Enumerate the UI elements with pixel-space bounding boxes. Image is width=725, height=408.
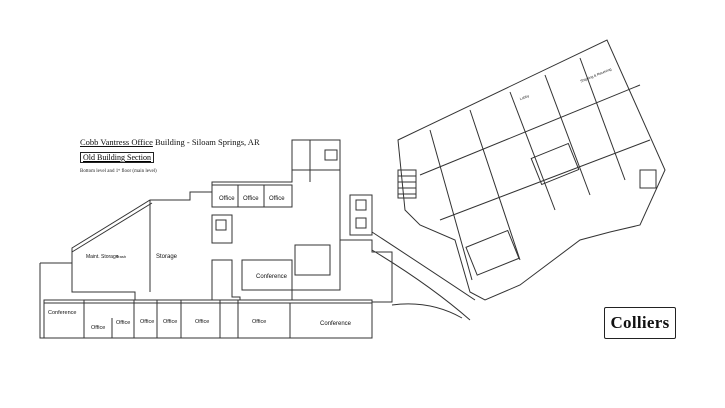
room-label-office-5: Office [116, 320, 130, 326]
room-label-trash: Trash [116, 254, 126, 259]
room-label-conference-2: Conference [48, 310, 76, 316]
new-wing-walls [397, 39, 666, 301]
room-label-office-6: Office [140, 319, 154, 325]
building-title: Cobb Vantress Office Building - Siloam S… [80, 137, 260, 147]
room-label-office-7: Office [163, 319, 177, 325]
room-label-conference-3: Conference [320, 321, 352, 327]
building-location: Building - Siloam Springs, AR [152, 137, 260, 147]
section-label: Old Building Section [80, 152, 154, 163]
room-labels: Office Office Office Storage Maint. Stor… [48, 67, 612, 331]
room-label-office-3: Office [269, 196, 285, 202]
colliers-logo: Colliers [604, 307, 676, 339]
room-label-office-2: Office [243, 196, 259, 202]
room-label-office-1: Office [219, 196, 235, 202]
room-label-maint-storage: Maint. Storage [86, 254, 119, 260]
levels-note: Bottom level and 1ˢᵗ floor (main level) [80, 169, 157, 174]
room-label-storage: Storage [156, 254, 178, 260]
room-label-lobby: Lobby [519, 94, 530, 101]
old-building-walls [39, 139, 393, 339]
building-name: Cobb Vantress Office [80, 137, 153, 147]
connector-arc [371, 231, 476, 321]
room-label-office-9: Office [252, 319, 266, 325]
room-label-conference-1: Conference [256, 274, 288, 280]
title-block: Cobb Vantress Office Building - Siloam S… [80, 137, 260, 174]
room-label-office-4: Office [91, 325, 105, 331]
room-label-office-8: Office [195, 319, 209, 325]
